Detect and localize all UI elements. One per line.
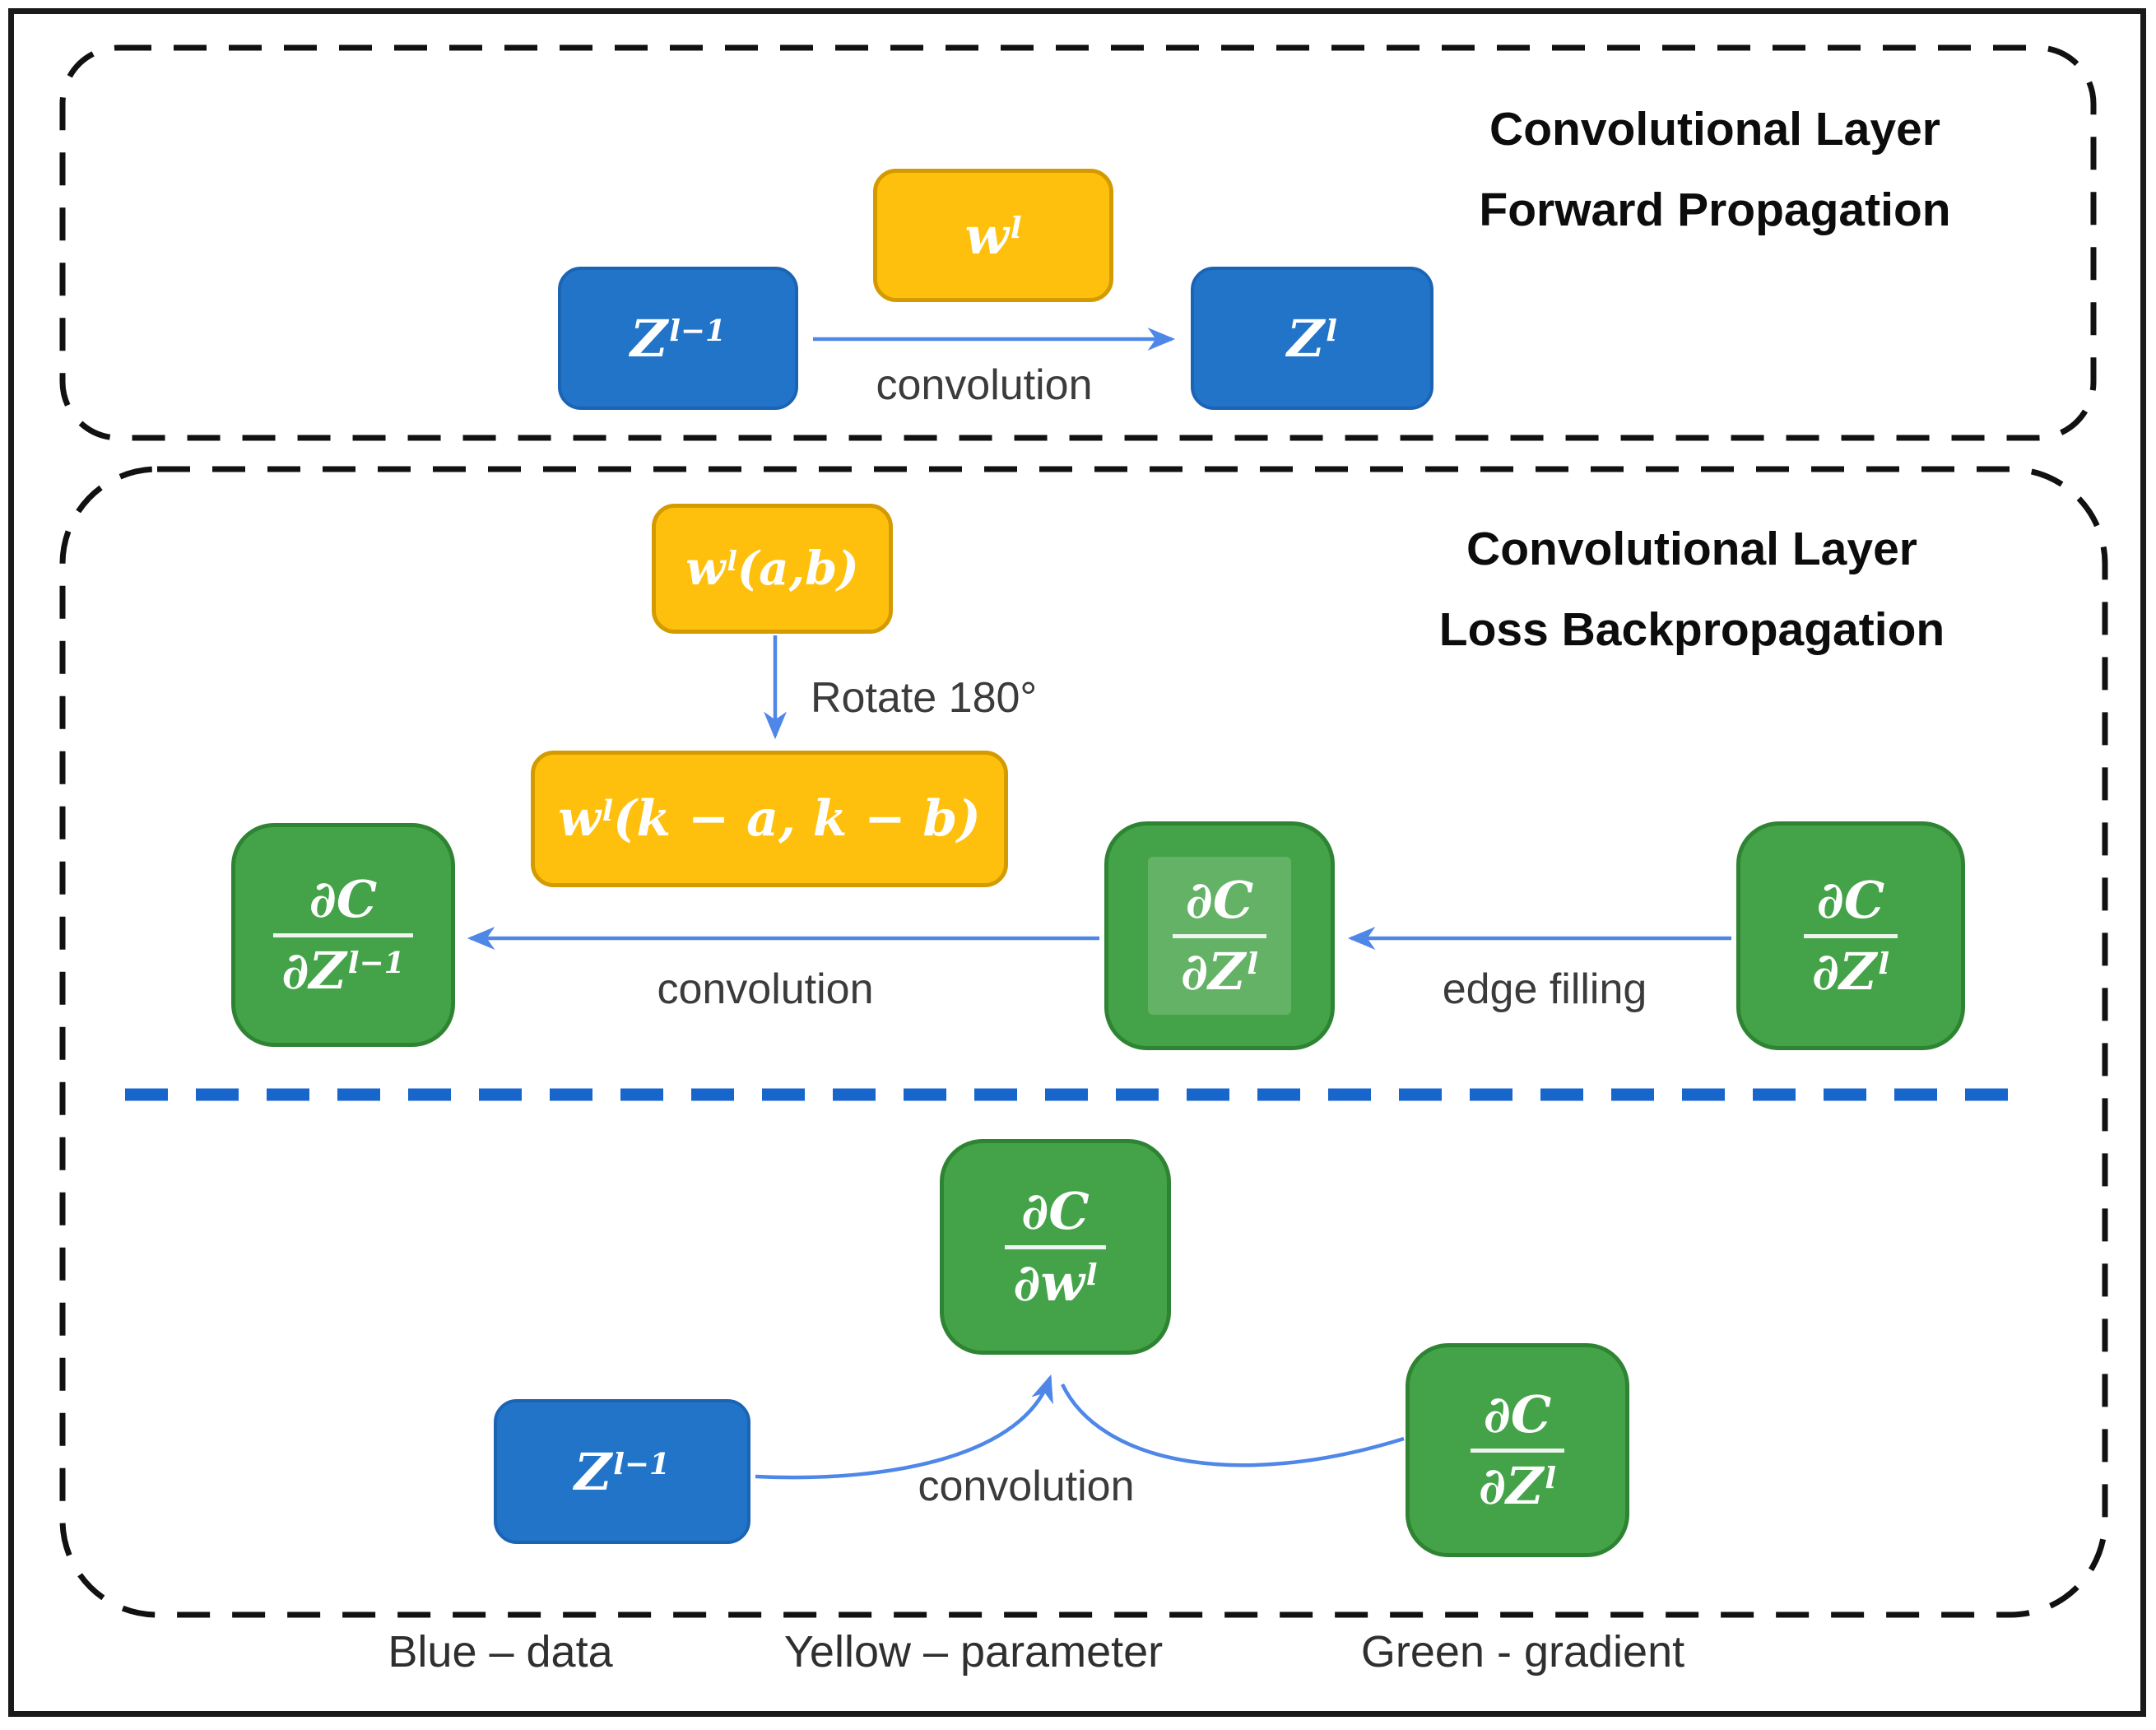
legend-yellow: Yellow – parameter bbox=[783, 1627, 1164, 1677]
fw-input-box: Zl−1 bbox=[558, 267, 798, 410]
wg-grad-w-label: ∂C ∂wl bbox=[1005, 1183, 1106, 1311]
bw-grad-out-label: ∂C ∂Zl bbox=[1803, 872, 1898, 1000]
backward-title-line1: Convolutional Layer bbox=[1466, 523, 1917, 575]
forward-panel-title: Convolutional Layer Forward Propagation bbox=[1427, 89, 2003, 250]
fw-weight-box: wl bbox=[873, 169, 1113, 302]
rotate-label: Rotate 180° bbox=[811, 674, 1038, 722]
wg-grad-w-box: ∂C ∂wl bbox=[940, 1139, 1171, 1355]
bw-grad-mid-box: ∂C ∂Zl bbox=[1104, 821, 1335, 1050]
bw-grad-prev-label: ∂C ∂Zl−1 bbox=[273, 871, 413, 999]
wg-grad-out-label: ∂C ∂Zl bbox=[1470, 1386, 1565, 1514]
wg-input-label: Zl−1 bbox=[574, 1441, 671, 1502]
fw-input-label: Zl−1 bbox=[630, 308, 727, 369]
backward-panel-border bbox=[59, 466, 2108, 1618]
fw-output-box: Zl bbox=[1191, 267, 1433, 410]
bw-kernel-rotated-label: wl(k − a, k − b) bbox=[558, 790, 981, 848]
wg-conv-arrow-right bbox=[1060, 1384, 1405, 1467]
fw-conv-label: convolution bbox=[876, 361, 1093, 409]
wg-conv-label: convolution bbox=[918, 1463, 1135, 1510]
fw-weight-label: wl bbox=[964, 205, 1022, 266]
forward-title-line2: Forward Propagation bbox=[1479, 184, 1951, 237]
bw-kernel-rotated-box: wl(k − a, k − b) bbox=[531, 751, 1008, 887]
bw-kernel-label: wl(a,b) bbox=[685, 542, 859, 596]
bw-grad-prev-box: ∂C ∂Zl−1 bbox=[231, 823, 455, 1047]
legend-green: Green - gradient bbox=[1360, 1627, 1685, 1677]
bw-conv-label: convolution bbox=[657, 965, 874, 1013]
bw-grad-mid-label: ∂C ∂Zl bbox=[1147, 857, 1292, 1015]
wg-conv-arrow-left bbox=[755, 1374, 1053, 1480]
backward-panel-title: Convolutional Layer Loss Backpropagation bbox=[1404, 509, 1980, 670]
backward-title-line2: Loss Backpropagation bbox=[1438, 603, 1945, 657]
bw-kernel-box: wl(a,b) bbox=[652, 504, 893, 634]
edge-filling-label: edge filling bbox=[1442, 965, 1647, 1013]
fw-output-label: Zl bbox=[1287, 308, 1337, 369]
forward-title-line1: Convolutional Layer bbox=[1489, 103, 1940, 156]
wg-grad-out-box: ∂C ∂Zl bbox=[1406, 1343, 1629, 1557]
forward-panel-border bbox=[59, 44, 2097, 441]
bw-grad-out-box: ∂C ∂Zl bbox=[1736, 821, 1965, 1050]
wg-input-box: Zl−1 bbox=[494, 1399, 750, 1544]
legend-blue: Blue – data bbox=[388, 1627, 613, 1677]
